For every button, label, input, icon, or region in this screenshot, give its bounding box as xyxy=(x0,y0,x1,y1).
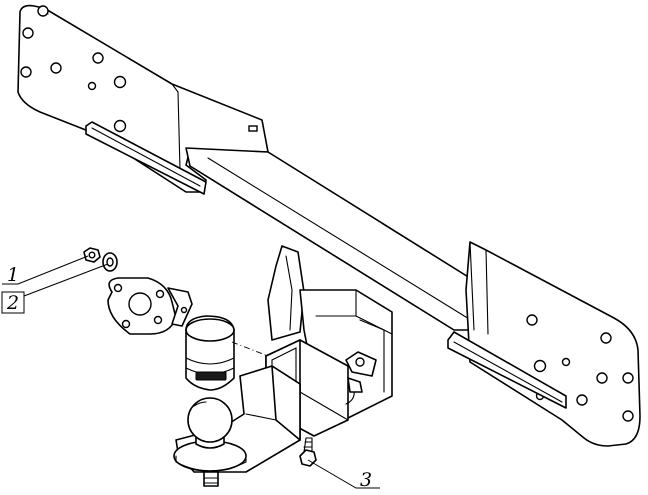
left-plate-slot xyxy=(248,125,258,132)
assembly-centerline xyxy=(231,341,269,357)
right-plate-hole xyxy=(526,314,538,326)
callout-number-1: 1 xyxy=(7,264,19,286)
left-bracket-tab xyxy=(85,121,207,195)
right-bracket-tab xyxy=(447,331,567,409)
left-plate-hole xyxy=(87,81,97,91)
tow-ball xyxy=(187,397,233,449)
left-plate-hole xyxy=(113,119,127,133)
ball-cover-cap xyxy=(185,315,235,391)
fastener-washer xyxy=(102,252,118,272)
left-plate-hole xyxy=(50,62,62,74)
right-plate-hole xyxy=(622,372,634,384)
right-plate-hole xyxy=(596,372,608,384)
right-plate-hole xyxy=(533,359,547,373)
right-plate-hole xyxy=(576,394,588,406)
cap-logo-plate xyxy=(195,371,227,381)
fastener-bolt xyxy=(299,437,317,467)
socket-bracket xyxy=(107,277,193,335)
left-plate-hole xyxy=(113,75,127,89)
hitch-pin xyxy=(345,351,377,405)
left-plate-hole xyxy=(37,5,49,17)
callout-number-2: 2 xyxy=(6,292,19,314)
left-plate-hole xyxy=(22,27,34,39)
callout-leaders xyxy=(1,255,380,489)
left-mounting-plate xyxy=(17,4,269,193)
right-plate-hole xyxy=(600,332,612,344)
right-mounting-plate xyxy=(465,241,641,447)
callout-number-3: 3 xyxy=(360,469,372,491)
right-plate-hole xyxy=(561,357,571,367)
fastener-nut xyxy=(83,247,101,263)
left-plate-hole xyxy=(20,66,32,78)
ball-stud xyxy=(203,471,219,487)
right-plate-hole xyxy=(622,410,634,422)
left-plate-hole xyxy=(92,52,104,64)
callout-box-2 xyxy=(1,291,25,314)
